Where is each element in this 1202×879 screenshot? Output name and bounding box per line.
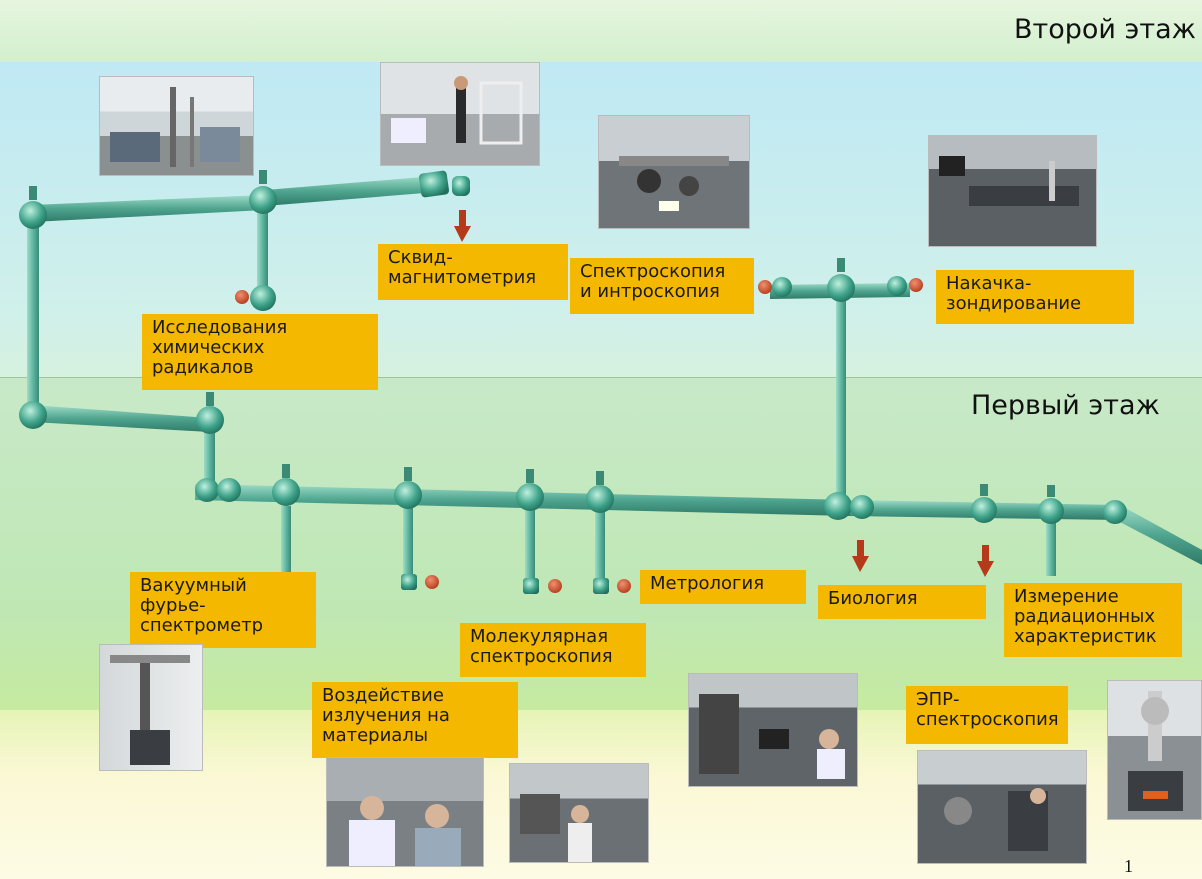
valve-cross: [1103, 500, 1127, 524]
end-station-outlet: [593, 578, 631, 594]
end-station-outlet: [909, 278, 923, 292]
flow-arrow-icon: [454, 210, 471, 242]
valve-cross: [1038, 485, 1064, 524]
end-station-outlet: [235, 290, 249, 304]
lab-photo-spectroscopy: [598, 115, 750, 229]
label-molecular-spectroscopy: Молекулярная спектроскопия: [460, 623, 646, 677]
valve-cross: [850, 495, 874, 519]
valve-cross: [971, 484, 997, 523]
label-biology: Биология: [818, 585, 986, 619]
valve-cross: [195, 478, 219, 502]
valve-cross: [272, 464, 300, 506]
lab-photo-fourier: [99, 644, 203, 771]
lab-photo-epr: [917, 750, 1087, 864]
end-station-outlet: [758, 280, 772, 294]
end-station-outlet: [523, 578, 562, 594]
second-floor-header-band: [0, 0, 1202, 62]
label-epr-spectroscopy: ЭПР- спектроскопия: [906, 686, 1068, 744]
lab-photo-materials: [326, 757, 484, 867]
valve-cross: [19, 186, 47, 229]
label-radiation-on-materials: Воздействие излучения на материалы: [312, 682, 518, 758]
floor-divider: [0, 377, 1202, 378]
label-chemical-radicals: Исследования химических радикалов: [142, 314, 378, 390]
label-squid: Сквид- магнитометрия: [378, 244, 568, 300]
pipe-segment: [32, 170, 470, 222]
valve-cross: [394, 467, 422, 509]
lab-photo-pump-probe: [928, 135, 1097, 247]
valve-cross: [249, 170, 277, 214]
valve-cross: [772, 277, 792, 297]
valve-cross: [824, 492, 852, 520]
valve-cross: [196, 392, 224, 434]
valve-cross: [516, 469, 544, 511]
pipe-segment: [27, 205, 268, 490]
valve-cross: [887, 276, 907, 296]
label-spectroscopy-introscopy: Спектроскопия и интроскопия: [570, 258, 754, 314]
second-floor-title: Второй этаж: [1014, 14, 1196, 45]
page-number: 1: [1124, 856, 1133, 876]
lab-photo-squid: [380, 62, 540, 166]
flow-arrow-icon: [852, 540, 869, 572]
lab-photo-radiation: [1107, 680, 1202, 820]
valve-cross: [217, 478, 241, 502]
label-pump-probe: Накачка- зондирование: [936, 270, 1134, 324]
lab-photo-metrology: [688, 673, 858, 787]
valve-cross: [827, 258, 855, 302]
end-station-outlet: [401, 574, 439, 590]
valve-cross: [586, 471, 614, 513]
lab-photo-molecular: [509, 763, 649, 863]
label-vacuum-fourier: Вакуумный фурье- спектрометр: [130, 572, 316, 648]
valve-cross: [250, 285, 276, 311]
valve-cross: [19, 401, 47, 429]
lab-photo-radicals: [99, 76, 254, 176]
label-radiation-measurement: Измерение радиационных характеристик: [1004, 583, 1182, 657]
pipe-segment: [281, 283, 1056, 580]
first-floor-title: Первый этаж: [971, 390, 1160, 421]
label-metrology: Метрология: [640, 570, 806, 604]
flow-arrow-icon: [977, 545, 994, 577]
